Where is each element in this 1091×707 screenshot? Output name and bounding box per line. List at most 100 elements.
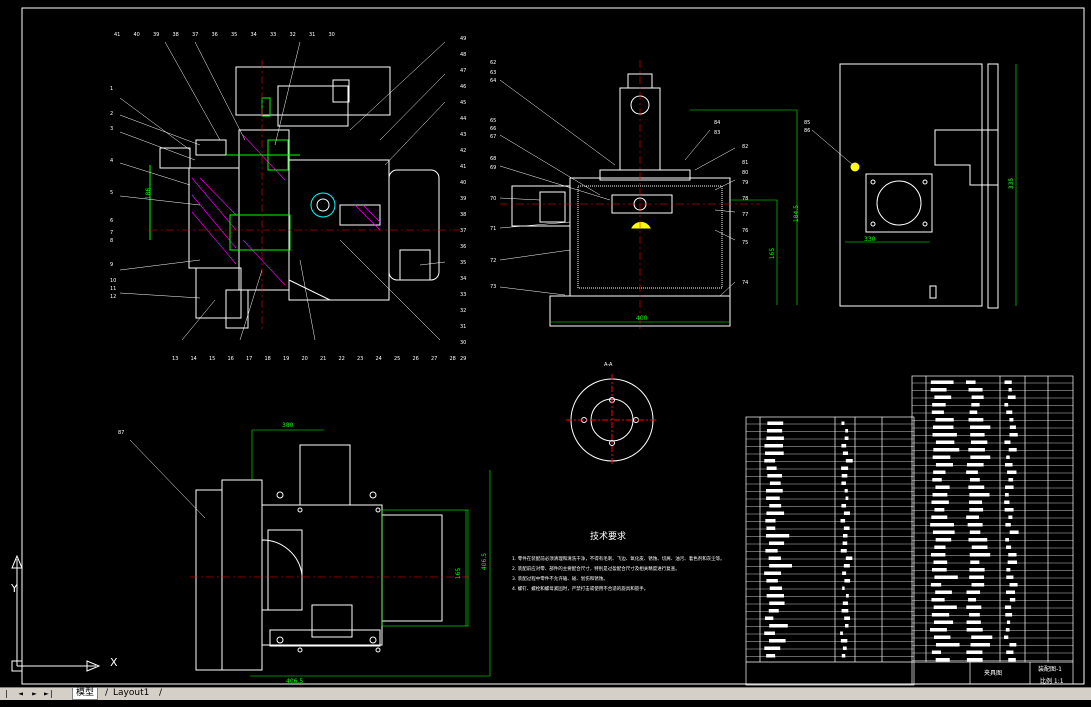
parts-text-block	[767, 474, 783, 478]
parts-text-block	[932, 433, 957, 437]
tab-nav-first-button[interactable]: |◄	[4, 689, 9, 707]
parts-text-block	[934, 575, 958, 579]
parts-text-block	[966, 463, 984, 467]
callout-number: 10	[110, 278, 117, 284]
parts-text-block	[840, 549, 847, 553]
parts-text-block	[935, 418, 954, 422]
parts-text-block	[764, 451, 784, 455]
parts-text-block	[1004, 508, 1014, 512]
tab-nav-last-button[interactable]: ►|	[44, 689, 54, 698]
parts-text-block	[969, 410, 978, 414]
callout-number: 25	[394, 356, 401, 362]
right-view	[839, 63, 999, 309]
parts-text-block	[769, 504, 782, 508]
callout-number: 36	[211, 32, 218, 38]
parts-text-block	[966, 380, 976, 384]
parts-text-block	[968, 448, 985, 452]
ucs-x-label: X	[110, 656, 118, 669]
front-hatch	[191, 134, 381, 286]
parts-text-block	[970, 433, 985, 437]
callout-number: 80	[742, 170, 749, 176]
parts-text-block	[970, 560, 980, 564]
parts-text-block	[842, 451, 849, 455]
callout-number: 44	[460, 116, 467, 122]
parts-text-block	[934, 395, 952, 399]
parts-text-block	[842, 586, 845, 590]
callout-number: 32	[460, 308, 467, 314]
callout-number: 33	[460, 292, 467, 298]
parts-text-block	[970, 440, 988, 444]
callout-number: 33	[270, 32, 277, 38]
callout-number: 30	[460, 340, 467, 346]
parts-text-block	[1004, 500, 1010, 504]
parts-text-block	[1004, 493, 1009, 497]
right-leader	[811, 129, 854, 166]
parts-text-block	[1006, 620, 1011, 624]
parts-text-block	[769, 586, 783, 590]
parts-text-block	[769, 541, 785, 545]
plan-view-dimensions	[250, 429, 491, 677]
parts-text-block	[931, 515, 948, 519]
cad-drawing[interactable]	[0, 0, 1091, 687]
callout-number: 43	[460, 132, 467, 138]
callout-number: 6	[110, 218, 114, 224]
parts-text-block	[845, 459, 853, 463]
parts-text-block	[968, 538, 988, 542]
parts-text-block	[931, 500, 949, 504]
parts-text-block	[969, 553, 991, 557]
parts-text-block	[1006, 590, 1015, 594]
callout-number: 48	[460, 52, 467, 58]
title-block-scale: 比例 1:1	[1040, 678, 1064, 685]
callout-number: 85	[804, 120, 811, 126]
parts-text-block	[1009, 418, 1014, 422]
parts-text-block	[970, 455, 991, 459]
parts-text-block	[764, 631, 775, 635]
callout-number: 22	[338, 356, 345, 362]
tab-model[interactable]: 模型	[72, 688, 99, 700]
parts-text-block	[933, 620, 954, 624]
parts-text-block	[766, 654, 776, 658]
parts-text-block	[932, 403, 946, 407]
tab-layout1[interactable]: Layout1	[113, 688, 150, 698]
parts-text-block	[934, 545, 946, 549]
parts-text-block	[1008, 515, 1013, 519]
parts-text-block	[844, 624, 849, 628]
side-view-dimensions	[550, 109, 798, 323]
callout-number: 5	[110, 190, 114, 196]
ucs-icon	[11, 554, 101, 672]
parts-list-rows	[746, 382, 1073, 661]
callout-number: 9	[110, 262, 114, 268]
callout-number: 31	[309, 32, 316, 38]
parts-text-block	[845, 594, 849, 598]
callout-number: 31	[460, 324, 467, 330]
callout-number: 7	[110, 230, 114, 236]
tech-requirements-title: 技术要求	[590, 532, 627, 542]
callout-number: 84	[714, 120, 721, 126]
callout-number: 37	[460, 228, 467, 234]
callout-number: 65	[490, 118, 497, 124]
parts-text-block	[966, 620, 981, 624]
callout-number: 38	[172, 32, 179, 38]
parts-text-block	[844, 489, 848, 493]
parts-text-block	[1008, 553, 1017, 557]
parts-text-block	[1009, 433, 1018, 437]
parts-text-block	[1006, 650, 1014, 654]
parts-text-block	[1008, 448, 1017, 452]
parts-text-block	[935, 538, 952, 542]
parts-text-block	[840, 631, 843, 635]
parts-text-block	[766, 466, 777, 470]
parts-text-block	[969, 478, 980, 482]
parts-text-block	[931, 613, 950, 617]
parts-text-block	[1005, 485, 1014, 489]
parts-text-block	[934, 508, 945, 512]
parts-text-block	[933, 560, 948, 564]
parts-text-block	[932, 568, 947, 572]
tab-nav-next-button[interactable]: ►	[32, 689, 37, 698]
callout-number: 1	[110, 86, 114, 92]
parts-text-block	[968, 598, 977, 602]
callout-number: 27	[431, 356, 438, 362]
tab-nav-prev-button[interactable]: ◄	[18, 689, 23, 698]
parts-text-block	[969, 575, 984, 579]
parts-text-block	[842, 571, 847, 575]
